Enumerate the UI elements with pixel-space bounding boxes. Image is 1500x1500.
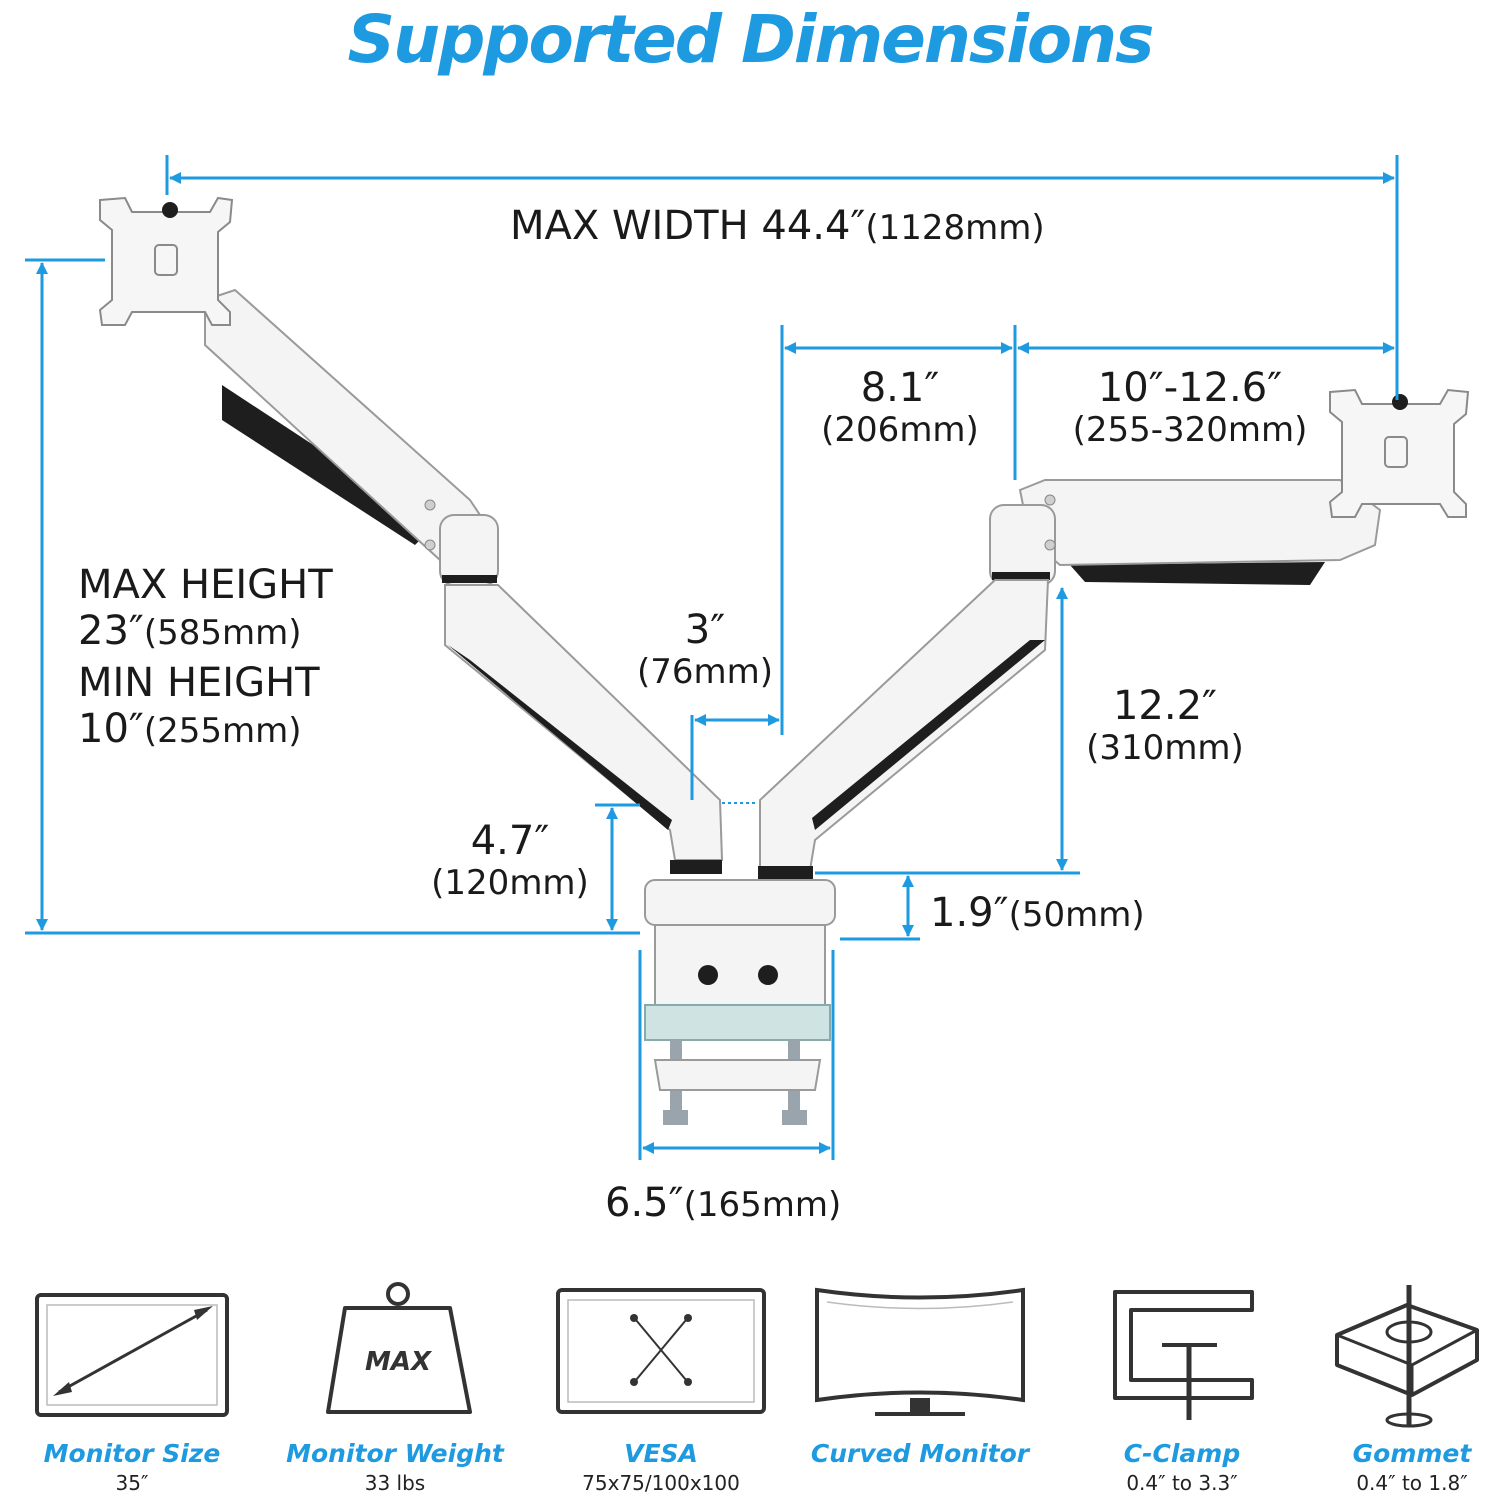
feature-grommet: Gommet 0.4″ to 1.8″	[1297, 1280, 1500, 1495]
right-arm	[758, 388, 1470, 880]
c-clamp-icon	[1113, 1290, 1254, 1420]
curved-monitor-icon	[815, 1287, 1025, 1416]
svg-text:MAX: MAX	[365, 1347, 433, 1377]
left-arm	[98, 196, 724, 874]
base-width-label: 6.5″(165mm)	[605, 1180, 842, 1226]
height-range-label: MAX HEIGHT 23″(585mm) MIN HEIGHT 10″(255…	[78, 562, 333, 752]
weight-icon: MAX	[326, 1282, 472, 1414]
base-step-label: 1.9″(50mm)	[930, 890, 1145, 936]
grommet-icon	[1335, 1285, 1479, 1428]
feature-vesa: VESA 75x75/100x100	[546, 1280, 776, 1495]
base-height-label: 4.7″ (120mm)	[431, 818, 589, 903]
vesa-icon	[556, 1288, 766, 1414]
pole-height-label: 12.2″ (310mm)	[1086, 683, 1244, 768]
feature-monitor-weight: MAX Monitor Weight 33 lbs	[280, 1280, 510, 1495]
base-clamp	[644, 879, 836, 1125]
max-width-label: MAX WIDTH 44.4″(1128mm)	[510, 203, 1045, 249]
feature-monitor-size: Monitor Size 35″	[17, 1280, 247, 1495]
arm-extension-label: 10″-12.6″ (255-320mm)	[1072, 365, 1308, 450]
gap-label: 3″ (76mm)	[636, 607, 774, 692]
page-title: Supported Dimensions	[347, 1, 1155, 78]
monitor-size-icon	[35, 1293, 229, 1417]
arm-segment-label: 8.1″ (206mm)	[821, 365, 979, 450]
dimension-lines	[25, 155, 1399, 1160]
feature-c-clamp: C-Clamp 0.4″ to 3.3″	[1067, 1280, 1297, 1495]
feature-curved-monitor: Curved Monitor	[805, 1280, 1035, 1471]
